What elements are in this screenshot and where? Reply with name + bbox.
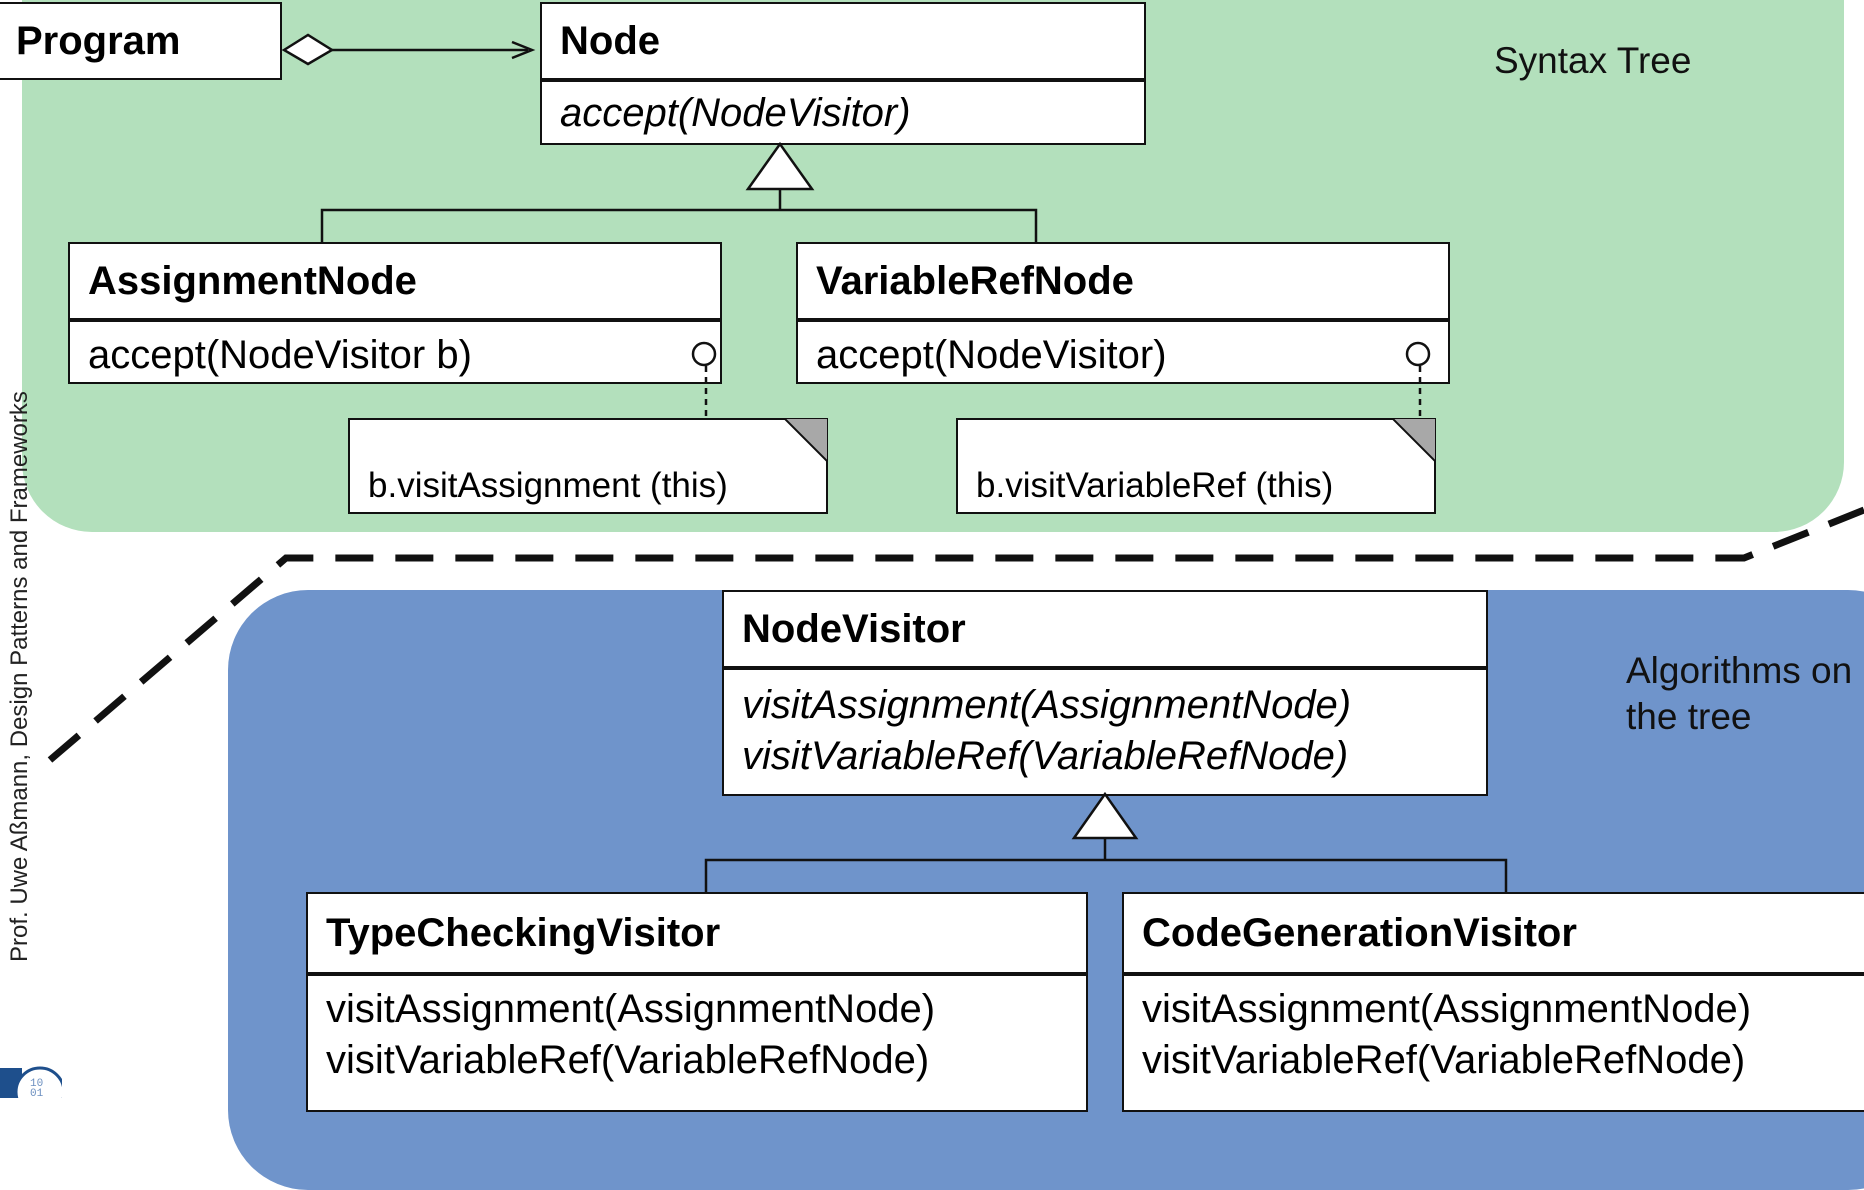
syntax-tree-label: Syntax Tree: [1494, 40, 1692, 81]
class-variable-ref-node-op: accept(NodeVisitor): [816, 333, 1167, 377]
note-visit-assignment-text: b.visitAssignment (this): [368, 466, 728, 505]
class-assignment-node-name: AssignmentNode: [70, 244, 720, 322]
svg-text:10: 10: [30, 1078, 43, 1090]
class-node[interactable]: Node accept(NodeVisitor): [540, 2, 1146, 145]
algorithms-label: Algorithms on the tree: [1626, 650, 1853, 738]
class-program[interactable]: Program: [0, 2, 282, 80]
class-node-visitor[interactable]: NodeVisitor visitAssignment(AssignmentNo…: [722, 590, 1488, 796]
note-visit-variable-ref: b.visitVariableRef (this): [956, 418, 1436, 514]
class-program-name: Program: [16, 18, 181, 63]
class-node-visitor-op: visitAssignment(AssignmentNode): [742, 683, 1352, 727]
class-code-generation-visitor-name: CodeGenerationVisitor: [1124, 894, 1864, 976]
class-assignment-node-op: accept(NodeVisitor b): [88, 333, 472, 377]
note-anchor-variable-ref: [1405, 341, 1431, 418]
note-fold-icon: [1392, 418, 1436, 462]
class-node-visitor-name: NodeVisitor: [724, 592, 1486, 670]
class-variable-ref-node[interactable]: VariableRefNode accept(NodeVisitor): [796, 242, 1450, 384]
class-type-checking-visitor-op: visitAssignment(AssignmentNode): [326, 987, 936, 1031]
separator-dashed-line: [47, 506, 1864, 763]
class-type-checking-visitor-op: visitVariableRef(VariableRefNode): [326, 1037, 930, 1082]
note-fold-icon: [784, 418, 828, 462]
node-inheritance-connector: [320, 141, 1038, 244]
university-logo-icon: 10 01: [0, 1066, 62, 1098]
note-anchor-assignment: [691, 341, 717, 418]
class-node-name: Node: [542, 4, 1144, 82]
visitor-inheritance-connector: [704, 791, 1508, 892]
class-code-generation-visitor[interactable]: CodeGenerationVisitor visitAssignment(As…: [1122, 892, 1864, 1112]
class-variable-ref-node-name: VariableRefNode: [798, 244, 1448, 322]
class-type-checking-visitor[interactable]: TypeCheckingVisitor visitAssignment(Assi…: [306, 892, 1088, 1112]
class-node-op: accept(NodeVisitor): [560, 91, 911, 135]
connectors-layer: [47, 33, 1864, 892]
author-sidebar-text: Prof. Uwe Aßmann, Design Patterns and Fr…: [6, 391, 33, 962]
class-type-checking-visitor-name: TypeCheckingVisitor: [308, 894, 1086, 976]
svg-text:01: 01: [30, 1088, 44, 1098]
class-assignment-node[interactable]: AssignmentNode accept(NodeVisitor b): [68, 242, 722, 384]
aggregation-connector: [281, 33, 536, 66]
class-node-visitor-op: visitVariableRef(VariableRefNode): [742, 733, 1349, 778]
note-visit-variable-ref-text: b.visitVariableRef (this): [976, 466, 1334, 505]
class-code-generation-visitor-op: visitAssignment(AssignmentNode): [1142, 987, 1752, 1031]
note-visit-assignment: b.visitAssignment (this): [348, 418, 828, 514]
class-code-generation-visitor-op: visitVariableRef(VariableRefNode): [1142, 1037, 1746, 1082]
